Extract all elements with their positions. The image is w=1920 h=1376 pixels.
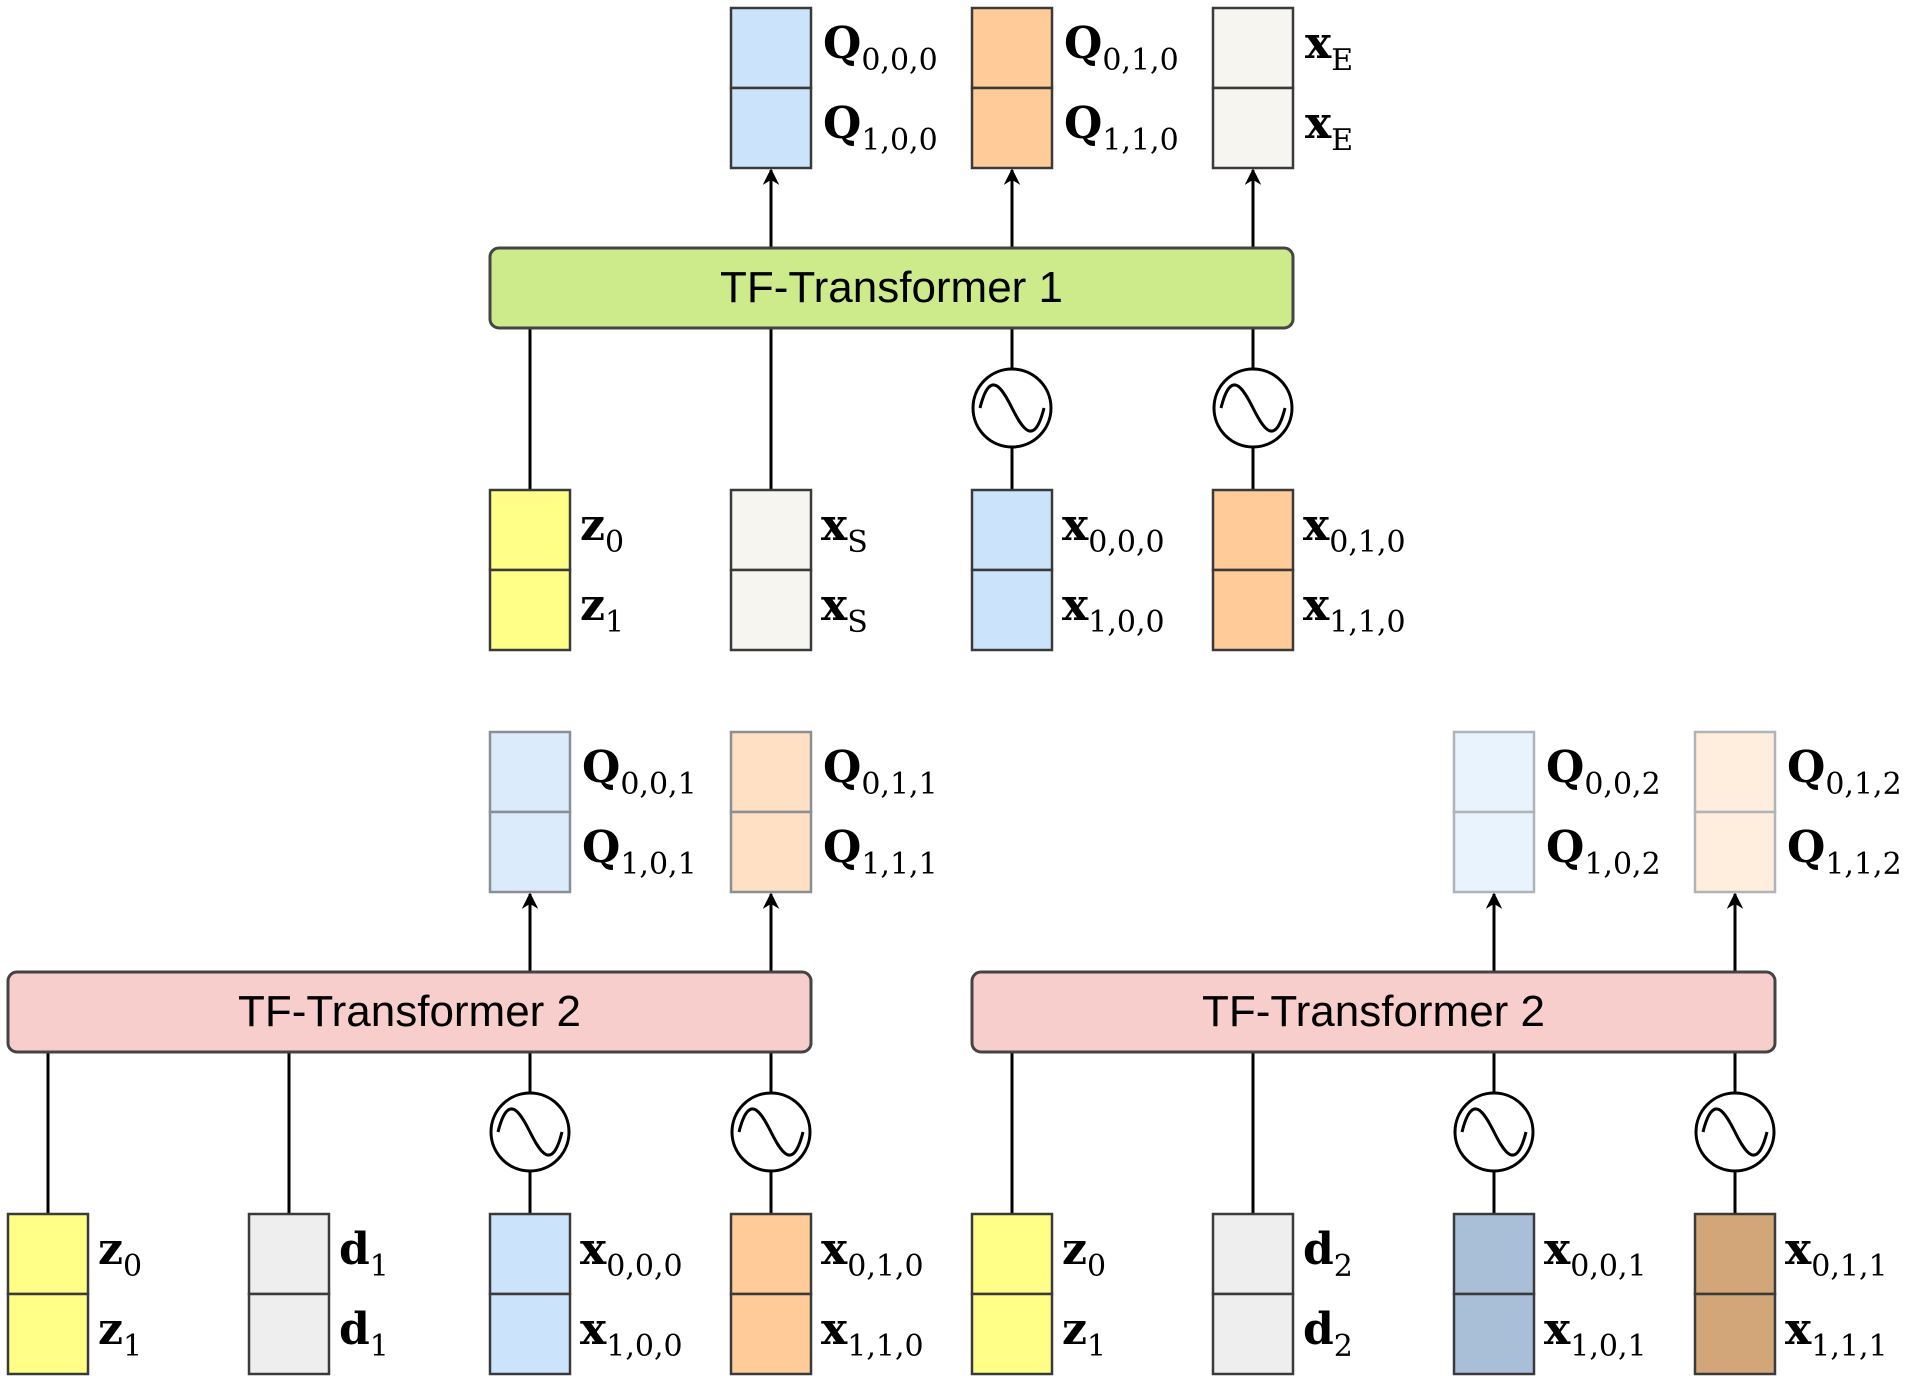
token-label: x1,0,0 [580, 1304, 683, 1364]
token-cell [1211, 86, 1295, 170]
token-label: z1 [1062, 1304, 1106, 1364]
token-cell [970, 1212, 1054, 1296]
token-cell [1693, 810, 1777, 894]
token-cell [970, 568, 1054, 652]
token-label: Q0,1,2 [1787, 742, 1902, 802]
token-label: Q1,1,2 [1787, 822, 1902, 882]
token-cell [729, 1212, 813, 1296]
token-cell [1693, 1212, 1777, 1296]
token-label: x1,1,0 [1303, 580, 1406, 640]
token-label: Q1,0,1 [582, 822, 697, 882]
sine-wave-icon [1212, 367, 1294, 449]
token-label: Q0,0,2 [1546, 742, 1661, 802]
token-cell [729, 810, 813, 894]
token-label: d1 [339, 1224, 389, 1284]
token-cell [247, 1292, 331, 1376]
token-cell [488, 1292, 572, 1376]
token-cell [1211, 1212, 1295, 1296]
token-cell [6, 1292, 90, 1376]
token-cell [1452, 810, 1536, 894]
token-label: d2 [1303, 1224, 1353, 1284]
token-cell [970, 6, 1054, 90]
token-label: x1,0,0 [1062, 580, 1165, 640]
sine-wave-icon [1453, 1091, 1535, 1173]
tf-transformer-1-label: TF-Transformer 1 [720, 263, 1063, 312]
sine-wave-icon [730, 1091, 812, 1173]
token-cell [970, 86, 1054, 170]
sine-wave-icon [971, 367, 1053, 449]
token-label: Q0,0,1 [582, 742, 697, 802]
token-label: xE [1305, 98, 1353, 158]
token-cell [488, 810, 572, 894]
tf1-group: TF-Transformer 1 Q0,0,0 Q1,0,0 Q0,1,0 Q1… [488, 6, 1406, 652]
token-label: z0 [98, 1224, 142, 1284]
token-label: Q1,0,0 [823, 98, 938, 158]
token-label: xS [821, 500, 868, 560]
token-cell [1452, 730, 1536, 814]
token-cell [970, 1292, 1054, 1376]
tf2-right-group: TF-Transformer 2 Q0,0,2 Q1,0,2 Q0,1,2 Q1… [970, 730, 1902, 1376]
token-label: x1,1,1 [1785, 1304, 1888, 1364]
token-label: xS [821, 580, 868, 640]
token-label: z1 [98, 1304, 142, 1364]
token-cell [488, 488, 572, 572]
token-cell [1693, 730, 1777, 814]
token-label: xE [1305, 18, 1353, 78]
token-label: Q0,1,0 [1064, 18, 1179, 78]
token-cell [1452, 1212, 1536, 1296]
tf2-left-group: TF-Transformer 2 Q0,0,1 Q1,0,1 Q0,1,1 Q1… [6, 730, 938, 1376]
token-cell [1211, 1292, 1295, 1376]
token-label: Q1,1,0 [1064, 98, 1179, 158]
token-label: Q1,1,1 [823, 822, 938, 882]
token-cell [729, 488, 813, 572]
token-label: Q1,0,2 [1546, 822, 1661, 882]
token-cell [970, 488, 1054, 572]
token-label: x0,1,0 [1303, 500, 1406, 560]
token-label: Q0,1,1 [823, 742, 938, 802]
token-label: Q0,0,0 [823, 18, 938, 78]
token-label: x0,1,0 [821, 1224, 924, 1284]
token-cell [1211, 488, 1295, 572]
token-cell [729, 86, 813, 170]
token-cell [1211, 6, 1295, 90]
token-cell [729, 1292, 813, 1376]
sine-wave-icon [489, 1091, 571, 1173]
token-label: d2 [1303, 1304, 1353, 1364]
tf-transformer-2-right-box [970, 970, 1777, 1054]
token-cell [1693, 1292, 1777, 1376]
token-cell [729, 6, 813, 90]
token-label: x0,0,0 [580, 1224, 683, 1284]
token-label: x0,1,1 [1785, 1224, 1888, 1284]
tf-transformer-2-right-label: TF-Transformer 2 [1202, 987, 1545, 1036]
token-cell [1211, 568, 1295, 652]
sine-wave-icon [1694, 1091, 1776, 1173]
token-cell [729, 568, 813, 652]
token-label: x0,0,0 [1062, 500, 1165, 560]
token-cell [488, 730, 572, 814]
token-cell [247, 1212, 331, 1296]
tf-transformer-2-left-box [6, 970, 813, 1054]
token-label: x0,0,1 [1544, 1224, 1647, 1284]
token-label: x1,1,0 [821, 1304, 924, 1364]
token-cell [488, 568, 572, 652]
tf-transformer-1-box [488, 246, 1295, 330]
tf-transformer-2-left-label: TF-Transformer 2 [238, 987, 581, 1036]
token-cell [1452, 1292, 1536, 1376]
token-cell [729, 730, 813, 814]
token-cell [488, 1212, 572, 1296]
token-cell [6, 1212, 90, 1296]
token-label: z0 [1062, 1224, 1106, 1284]
token-label: z0 [580, 500, 624, 560]
token-label: x1,0,1 [1544, 1304, 1647, 1364]
token-label: d1 [339, 1304, 389, 1364]
token-label: z1 [580, 580, 624, 640]
